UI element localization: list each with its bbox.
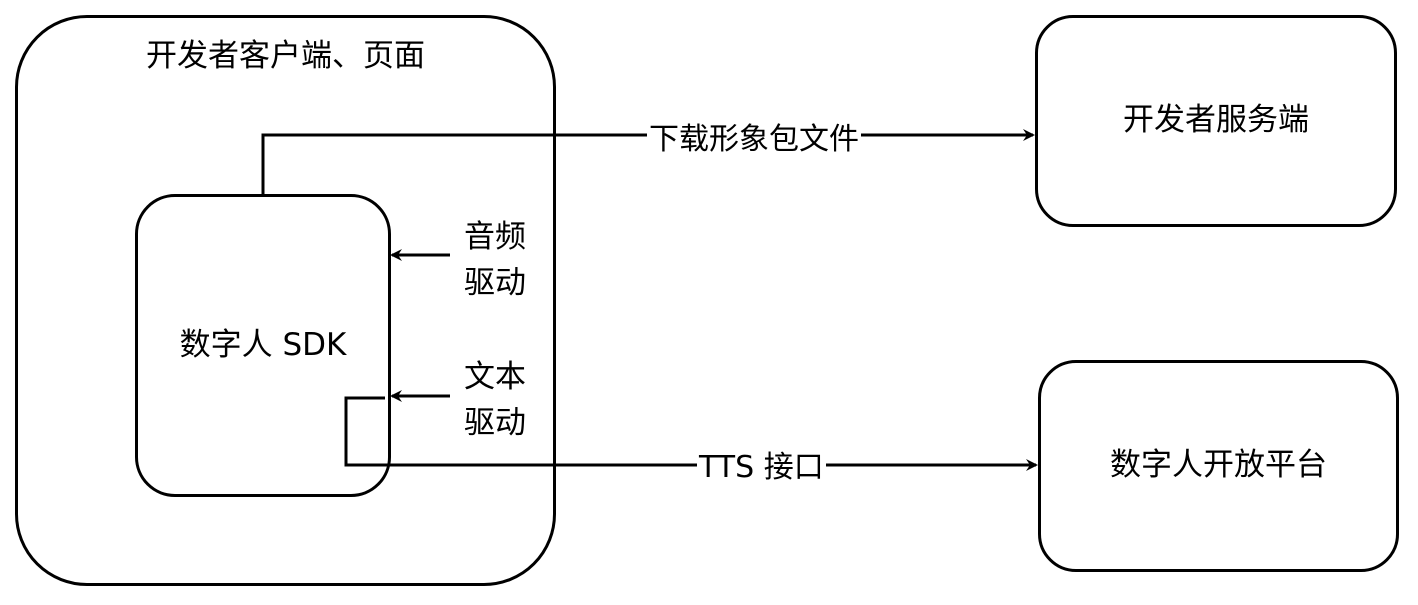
developer-client-title: 开发者客户端、页面 (146, 38, 425, 75)
audio-drive-line2: 驱动 (464, 265, 526, 301)
text-drive-line1: 文本 (464, 359, 526, 395)
developer-server-label: 开发者服务端 (1123, 102, 1309, 139)
audio-drive-label: 音频 驱动 (455, 214, 535, 306)
tts-edge (344, 396, 1038, 471)
audio-drive-line1: 音频 (464, 219, 526, 255)
download-edge-label: 下载形象包文件 (647, 122, 861, 158)
digital-human-platform-label: 数字人开放平台 (1110, 447, 1327, 484)
developer-server-node (1035, 15, 1397, 227)
digital-human-sdk-label: 数字人 SDK (179, 326, 347, 363)
text-drive-line2: 驱动 (464, 405, 526, 441)
developer-client-container (15, 15, 556, 586)
tts-edge-label: TTS 接口 (697, 450, 826, 486)
digital-human-platform-node (1038, 360, 1399, 572)
digital-human-sdk-node (135, 194, 391, 497)
text-drive-label: 文本 驱动 (455, 354, 535, 446)
